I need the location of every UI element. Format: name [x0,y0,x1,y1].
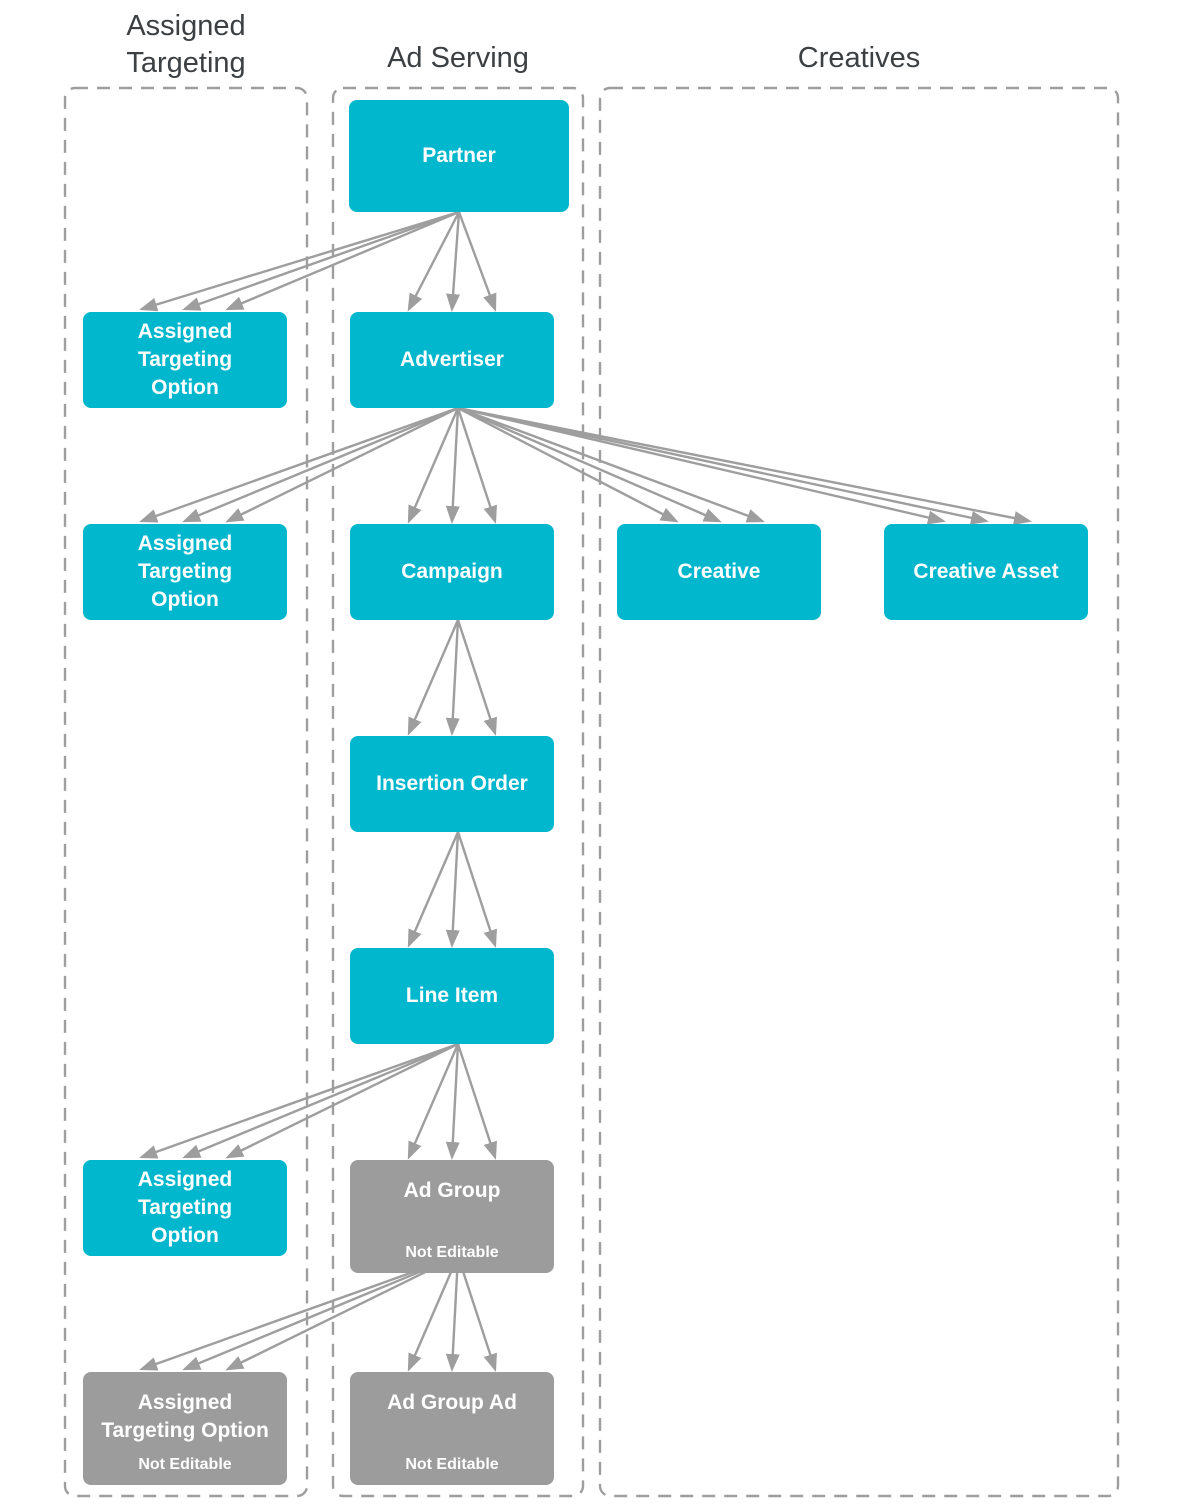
node-title-line: Targeting [137,1196,233,1219]
column-title-line: Creatives [797,42,921,74]
arrow-advertiser-to-assigned-targeting-option-2 [225,406,459,523]
arrow-advertiser-to-assigned-targeting-option-2 [139,406,459,523]
node-title-line: Targeting Option [101,1419,269,1442]
node-creative: Creative [617,524,821,620]
arrow-partner-to-advertiser [446,211,461,312]
arrow-line-item-to-assigned-targeting-option-3 [182,1042,459,1159]
node-title: Creative [678,558,761,586]
node-title-line: Advertiser [400,348,504,371]
node-title-line: Option [151,376,219,399]
arrow-insertion-order-to-line-item [445,831,460,948]
node-title-line: Insertion Order [376,772,528,795]
column-border-assigned-targeting [63,86,309,1498]
arrow-partner-to-assigned-targeting-option-1 [139,210,460,312]
node-line-item: Line Item [350,948,554,1044]
arrow-partner-to-advertiser [407,211,461,312]
arrow-partner-to-assigned-targeting-option-1 [182,210,460,311]
column-title-creatives: Creatives [600,40,1118,77]
node-title-line: Targeting [137,348,233,371]
arrow-campaign-to-insertion-order [456,619,497,736]
node-title-line: Creative Asset [913,560,1059,583]
node-title-line: Assigned [137,1168,233,1191]
node-title-line: Partner [422,144,496,167]
node-title: Partner [422,142,496,170]
arrow-advertiser-to-campaign [445,407,460,524]
arrow-advertiser-to-assigned-targeting-option-2 [182,406,459,523]
node-title: Advertiser [400,346,504,374]
arrow-line-item-to-ad-group [456,1043,497,1160]
node-title-line: Ad Group [403,1179,501,1202]
node-title-line: Assigned [137,320,233,343]
arrow-partner-to-assigned-targeting-option-1 [225,210,460,311]
arrow-insertion-order-to-line-item [407,831,460,948]
node-title: Insertion Order [376,770,528,798]
arrow-advertiser-to-creative-asset [457,406,989,525]
column-border-creatives [598,86,1120,1498]
node-title-line: Campaign [401,560,503,583]
arrow-advertiser-to-creative [457,406,679,523]
arrow-advertiser-to-creative [457,406,722,523]
node-title: Line Item [406,982,498,1010]
node-note: Not Editable [138,1456,232,1473]
node-advertiser: Advertiser [350,312,554,408]
node-campaign: Campaign [350,524,554,620]
node-title-line: Assigned [137,1391,233,1414]
arrow-campaign-to-insertion-order [445,619,460,736]
arrow-line-item-to-ad-group [445,1043,460,1160]
node-partner: Partner [349,100,569,212]
arrow-line-item-to-ad-group [407,1043,460,1160]
node-title-line: Creative [677,560,761,583]
node-title-line: Targeting [137,560,233,583]
node-title-line: Option [151,1224,219,1247]
arrow-partner-to-advertiser [457,211,497,312]
node-title: Campaign [401,558,503,586]
node-creative-asset: Creative Asset [884,524,1088,620]
arrow-advertiser-to-creative-asset [457,406,946,525]
arrow-line-item-to-assigned-targeting-option-3 [139,1042,459,1159]
node-ad-group-ad: Ad Group Ad Not Editable [350,1372,554,1485]
node-title-line: Line Item [405,984,499,1007]
column-title-line: Targeting [126,47,246,79]
node-title: Ad Group [404,1177,501,1205]
arrow-advertiser-to-campaign [456,407,497,524]
node-title-line: Option [151,588,219,611]
arrow-advertiser-to-creative [457,406,765,523]
node-title-line: Assigned [137,532,233,555]
node-note: Not Editable [405,1244,499,1261]
column-title-ad-serving: Ad Serving [333,40,583,77]
node-title: Creative Asset [913,558,1058,586]
node-insertion-order: Insertion Order [350,736,554,832]
arrow-advertiser-to-campaign [407,407,460,524]
node-title: Ad Group Ad [387,1389,517,1417]
arrow-campaign-to-insertion-order [407,619,460,736]
arrow-line-item-to-assigned-targeting-option-3 [225,1042,459,1159]
node-title-line: Ad Group Ad [387,1391,517,1414]
arrow-insertion-order-to-line-item [456,831,497,948]
column-title-line: Assigned [126,10,246,42]
column-title-line: Ad Serving [387,42,529,74]
arrow-advertiser-to-creative-asset [457,406,1032,525]
node-note: Not Editable [405,1456,499,1473]
